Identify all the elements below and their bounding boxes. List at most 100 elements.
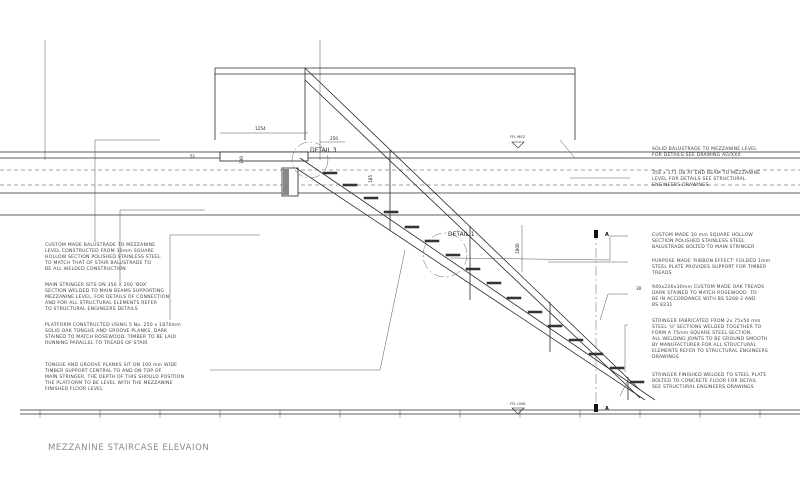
level-label-floor: FFL GND xyxy=(510,402,526,406)
floor-joists xyxy=(39,410,761,418)
tread xyxy=(629,380,645,384)
stair-handrail xyxy=(304,67,641,391)
tread xyxy=(486,281,502,285)
note-line: LEVEL FOR DETAILS SEE STRUCTURAL xyxy=(652,176,746,182)
left-note-3: PLATFORM CONSTRUCTED USING 5 No. 250 x 1… xyxy=(45,322,181,346)
left-note-4: TONGUE AND GROOVE PLANKS SIT ON 100 mm W… xyxy=(44,362,184,392)
tread xyxy=(404,225,420,229)
note-line: BY MANUFACTURER FOR ALL STRUCTURAL xyxy=(652,342,757,348)
note-line: RUNNING PARALLEL TO TREADS OF STAIR xyxy=(45,340,148,346)
note-line: TO STRUCTURAL ENGINEERS DETAILS xyxy=(44,306,138,312)
detail-3-label: DETAIL 3 xyxy=(310,147,337,154)
leader-left-3 xyxy=(169,234,260,320)
note-line: MAIN STRINGER SITS ON 356 X 200 'BOX' xyxy=(45,282,148,288)
note-line: HOLLOW SECTION POLISHED STAINLESS STEEL xyxy=(45,254,161,260)
section-marker-top xyxy=(594,230,598,238)
tread xyxy=(465,267,481,271)
note-line: TREADS xyxy=(651,270,672,276)
note-line: TO MATCH THAT OF STAIR BALUSTRADE TO xyxy=(44,260,151,266)
level-marker-mezzanine xyxy=(511,141,525,149)
note-line: ALL WELDING JOINTS TO BE GROUND SMOOTH xyxy=(652,336,768,342)
tread xyxy=(568,338,584,342)
dim-riser-a: 190 xyxy=(239,156,244,164)
tread xyxy=(588,352,604,356)
note-line: BE IN ACCORDANCE WITH BS 5268-2 AND xyxy=(652,296,756,302)
note-line: STRINGER FINISHED WELDED TO STEEL PLATE xyxy=(652,372,766,378)
note-line: PURPOSE MADE 'RIBBON EFFECT' FOLDED 1mm xyxy=(652,258,771,264)
note-line: AND FOR ALL STRUCTURAL ELEMENTS REFER xyxy=(45,300,158,306)
note-line: STEEL PLATE PROVIDES SUPPORT FOR TIMBER xyxy=(652,264,767,270)
note-line: TONGUE AND GROOVE PLANKS SIT ON 100 mm W… xyxy=(44,362,177,368)
tread xyxy=(342,183,358,187)
note-line: SECTION WELDED TO MAIN BEAMS SUPPORTING xyxy=(45,288,164,294)
box-section-hatch xyxy=(283,169,289,195)
right-note-5: 940x226x30mm CUSTOM MADE OAK TREADS DARK… xyxy=(652,284,764,308)
note-line: TIMBER SUPPORT CENTRAL TO AND ON TOP OF xyxy=(44,368,162,374)
leader-left-1 xyxy=(94,139,160,242)
stringer-bottom xyxy=(295,167,646,401)
tread xyxy=(506,296,522,300)
leader-right-3 xyxy=(449,235,628,261)
platform xyxy=(219,151,309,162)
dim-platform-length: 1254 xyxy=(255,126,266,131)
note-line: FINISHED FLOOR LEVEL xyxy=(45,386,103,392)
stair-handrail-lower xyxy=(304,79,641,399)
note-line: CUSTOM MADE 30 mm SQUARE HOLLOW xyxy=(652,232,753,238)
tread xyxy=(322,171,338,175)
note-line: 940x226x30mm CUSTOM MADE OAK TREADS xyxy=(652,284,764,290)
note-line: FORM A 75mm SQUARE STEEL SECTION. xyxy=(652,330,752,336)
right-note-7: STRINGER FINISHED WELDED TO STEEL PLATE … xyxy=(652,372,766,390)
dim-platform-depth: 250 xyxy=(330,136,338,141)
dim-riser-b: 185 xyxy=(368,175,373,183)
note-line: FOR DETAILS SEE DRAWING AG/XXX xyxy=(652,152,741,158)
note-line: BE ALL WELDED CONSTRUCTION xyxy=(45,266,126,272)
tread xyxy=(445,253,461,257)
note-line: DARK STAINED TO MATCH ROSEWOOD. TO xyxy=(652,290,757,296)
tread xyxy=(383,210,399,214)
leader-right-7 xyxy=(619,379,629,397)
dim-tread: 30 xyxy=(636,286,642,291)
note-line: BOLTED TO CONCRETE FLOOR FOR DETAIL xyxy=(652,378,757,384)
note-line: BS 8231 xyxy=(652,302,673,308)
right-note-2: 356 x 171 UB AT END BEAM TO MEZZANINE LE… xyxy=(652,170,760,188)
section-label-bottom: A xyxy=(605,406,609,412)
note-line: ENGINEERS DRAWINGS xyxy=(652,182,709,188)
note-line: STEEL 'U' SECTIONS WELDED TOGETHER TO xyxy=(652,324,762,330)
dim-beam-depth: 51 xyxy=(190,154,196,159)
note-line: SECTION POLISHED STAINLESS STEEL xyxy=(652,238,745,244)
note-line: CUSTOM MADE BALUSTRADE TO MEZZANINE xyxy=(45,242,155,248)
detail-3-circle xyxy=(291,141,329,179)
right-note-6: STRINGER FABRICATED FROM 2x 75x50 mm STE… xyxy=(652,318,768,360)
note-line: MAIN STRINGER. THE DEPTH OF THIS SHOULD … xyxy=(45,374,184,380)
tread xyxy=(363,196,379,200)
right-note-4: PURPOSE MADE 'RIBBON EFFECT' FOLDED 1mm … xyxy=(651,258,771,276)
note-line: STRINGER FABRICATED FROM 2x 75x50 mm xyxy=(652,318,761,324)
note-line: THE PLATFORM TO BE LEVEL WITH THE MEZZAN… xyxy=(44,380,173,386)
tread xyxy=(609,366,625,370)
note-line: STAINED TO MATCH ROSEWOOD. TIMBER TO BE … xyxy=(45,334,176,340)
note-line: MEZZANINE LEVEL. FOR DETAILS OF CONNECTI… xyxy=(45,294,169,300)
left-note-1: CUSTOM MADE BALUSTRADE TO MEZZANINE LEVE… xyxy=(44,242,161,272)
note-line: SEE STRUCTURAL ENGINEERS DRAWINGS xyxy=(652,384,754,390)
leader-left-2 xyxy=(119,209,205,282)
section-label-top: A xyxy=(605,232,609,238)
tread xyxy=(527,310,543,314)
stringer-top xyxy=(299,157,656,401)
note-line: PLATFORM CONSTRUCTED USING 5 No. 250 x 1… xyxy=(45,322,181,328)
note-line: SOLID OAK TONGUE AND GROOVE PLANKS. DARK xyxy=(45,328,168,334)
note-line: 356 x 171 UB AT END BEAM TO MEZZANINE xyxy=(652,170,760,176)
right-note-3: CUSTOM MADE 30 mm SQUARE HOLLOW SECTION … xyxy=(652,232,755,250)
section-marker-bottom xyxy=(594,404,598,412)
treads xyxy=(322,171,645,384)
left-note-2: MAIN STRINGER SITS ON 356 X 200 'BOX' SE… xyxy=(44,282,169,312)
note-line: DRAWINGS xyxy=(652,354,679,360)
tread xyxy=(547,324,563,328)
level-marker-floor xyxy=(511,407,525,415)
dim-rise: 1800 xyxy=(515,243,520,254)
note-line: LEVEL CONSTRUCTED FROM 30mm SQUARE xyxy=(45,248,154,254)
leader-right-6 xyxy=(624,324,628,372)
leader-right-1 xyxy=(559,139,630,159)
level-label-mezzanine: FFL MEZ xyxy=(510,135,526,139)
